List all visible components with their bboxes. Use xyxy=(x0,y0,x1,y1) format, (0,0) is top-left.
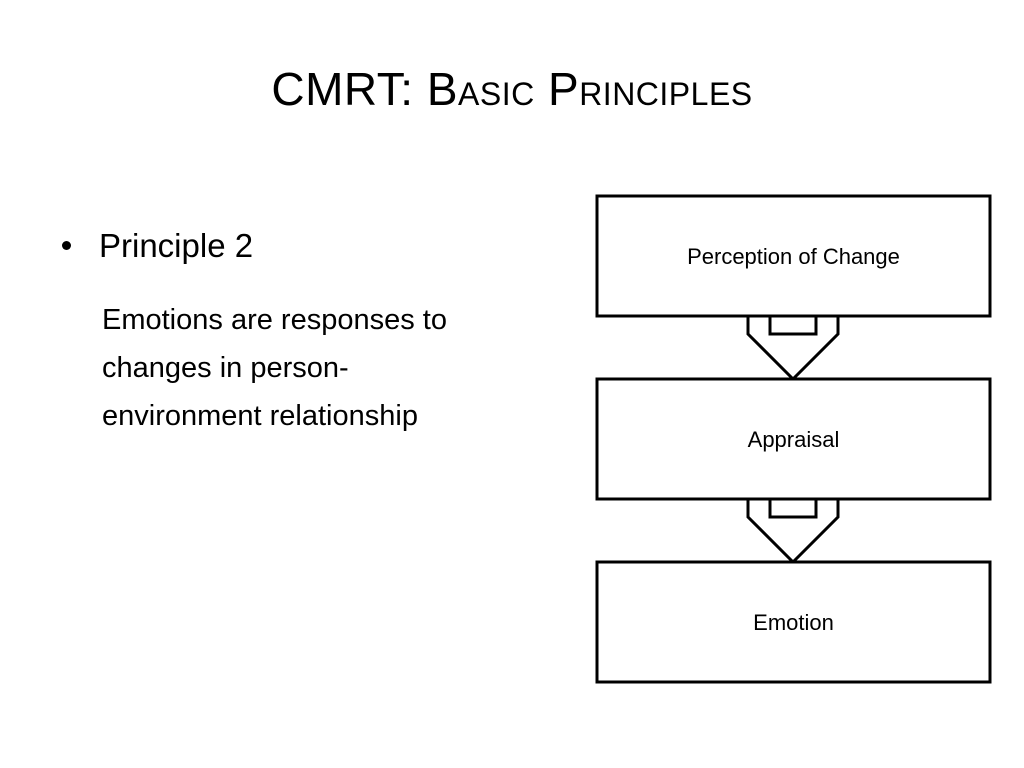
bullet-body: Emotions are responses to changes in per… xyxy=(102,296,552,440)
slide-title: CMRT: Basic Principles xyxy=(0,62,1024,117)
title-part: P xyxy=(548,63,580,115)
bullet-item: Principle 2 xyxy=(58,226,253,266)
flow-box-appraisal-label: Appraisal xyxy=(748,427,840,452)
title-part: rinciples xyxy=(579,63,753,115)
body-line: environment relationship xyxy=(102,400,418,432)
bullet-dot-icon xyxy=(62,241,71,251)
title-part: asic xyxy=(458,63,548,115)
down-arrow-icon xyxy=(746,314,840,382)
title-part: CMRT: B xyxy=(271,63,459,115)
flow-box-perception-label: Perception of Change xyxy=(687,244,900,269)
body-line: changes in person- xyxy=(102,352,349,384)
flow-box-appraisal xyxy=(595,377,992,501)
flow-box-perception xyxy=(595,194,992,318)
bullet-heading: Principle 2 xyxy=(99,227,254,264)
down-arrow-icon xyxy=(746,497,840,565)
flow-box-emotion xyxy=(595,560,992,684)
flow-box-emotion-label: Emotion xyxy=(753,610,834,635)
body-line: Emotions are responses to xyxy=(102,304,447,336)
